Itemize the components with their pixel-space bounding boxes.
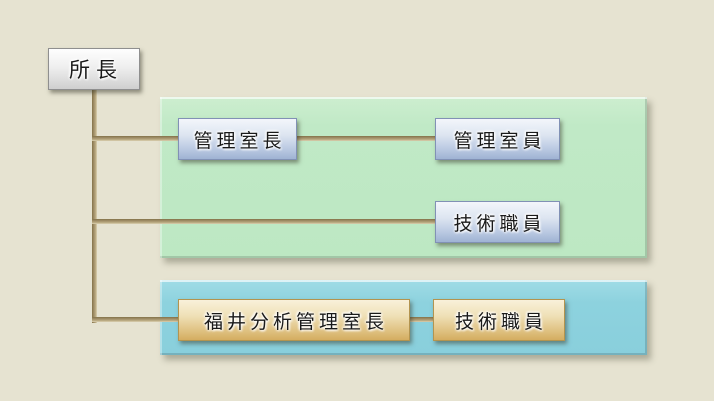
- node-admin-office-staff: 管理室員: [435, 118, 560, 160]
- trunk-connector-line: [92, 87, 97, 323]
- node-director: 所長: [48, 48, 140, 90]
- node-technical-staff-fukui-label: 技術職員: [454, 311, 547, 333]
- node-technical-staff-admin: 技術職員: [435, 201, 560, 243]
- node-fukui-analysis-office-chief: 福井分析管理室長: [178, 299, 410, 341]
- node-admin-office-staff-label: 管理室員: [453, 130, 546, 152]
- node-technical-staff-admin-label: 技術職員: [453, 213, 546, 235]
- node-director-label: 所長: [69, 59, 123, 82]
- node-technical-staff-fukui: 技術職員: [433, 299, 565, 341]
- node-admin-office-chief-label: 管理室長: [193, 130, 286, 152]
- node-admin-office-chief: 管理室長: [178, 118, 297, 160]
- branch-line-tech-staff: [92, 219, 437, 224]
- node-fukui-analysis-office-chief-label: 福井分析管理室長: [203, 311, 388, 333]
